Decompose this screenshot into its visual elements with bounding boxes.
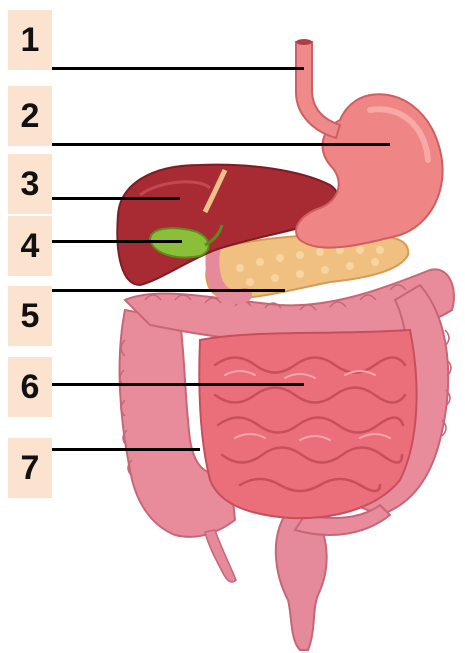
label-box-2: 2	[8, 86, 52, 146]
label-box-3: 3	[8, 154, 52, 214]
label-box-4: 4	[8, 216, 52, 276]
label-number-2: 2	[21, 97, 40, 136]
label-number-7: 7	[21, 449, 40, 488]
label-number-6: 6	[21, 368, 40, 407]
label-number-5: 5	[21, 297, 40, 336]
label-number-3: 3	[21, 165, 40, 204]
small-intestine-icon	[199, 330, 416, 518]
leader-line-1	[52, 67, 304, 70]
esophagus-icon	[296, 39, 340, 138]
leader-line-4	[52, 240, 182, 243]
label-number-1: 1	[21, 21, 40, 60]
label-number-4: 4	[21, 227, 40, 266]
label-box-7: 7	[8, 438, 52, 498]
leader-line-5	[52, 289, 285, 292]
label-box-5: 5	[8, 286, 52, 346]
leader-line-6	[52, 383, 304, 386]
leader-line-7	[52, 448, 200, 451]
leader-line-2	[52, 143, 390, 146]
label-box-1: 1	[8, 10, 52, 70]
leader-line-3	[52, 197, 180, 200]
label-box-6: 6	[8, 357, 52, 417]
